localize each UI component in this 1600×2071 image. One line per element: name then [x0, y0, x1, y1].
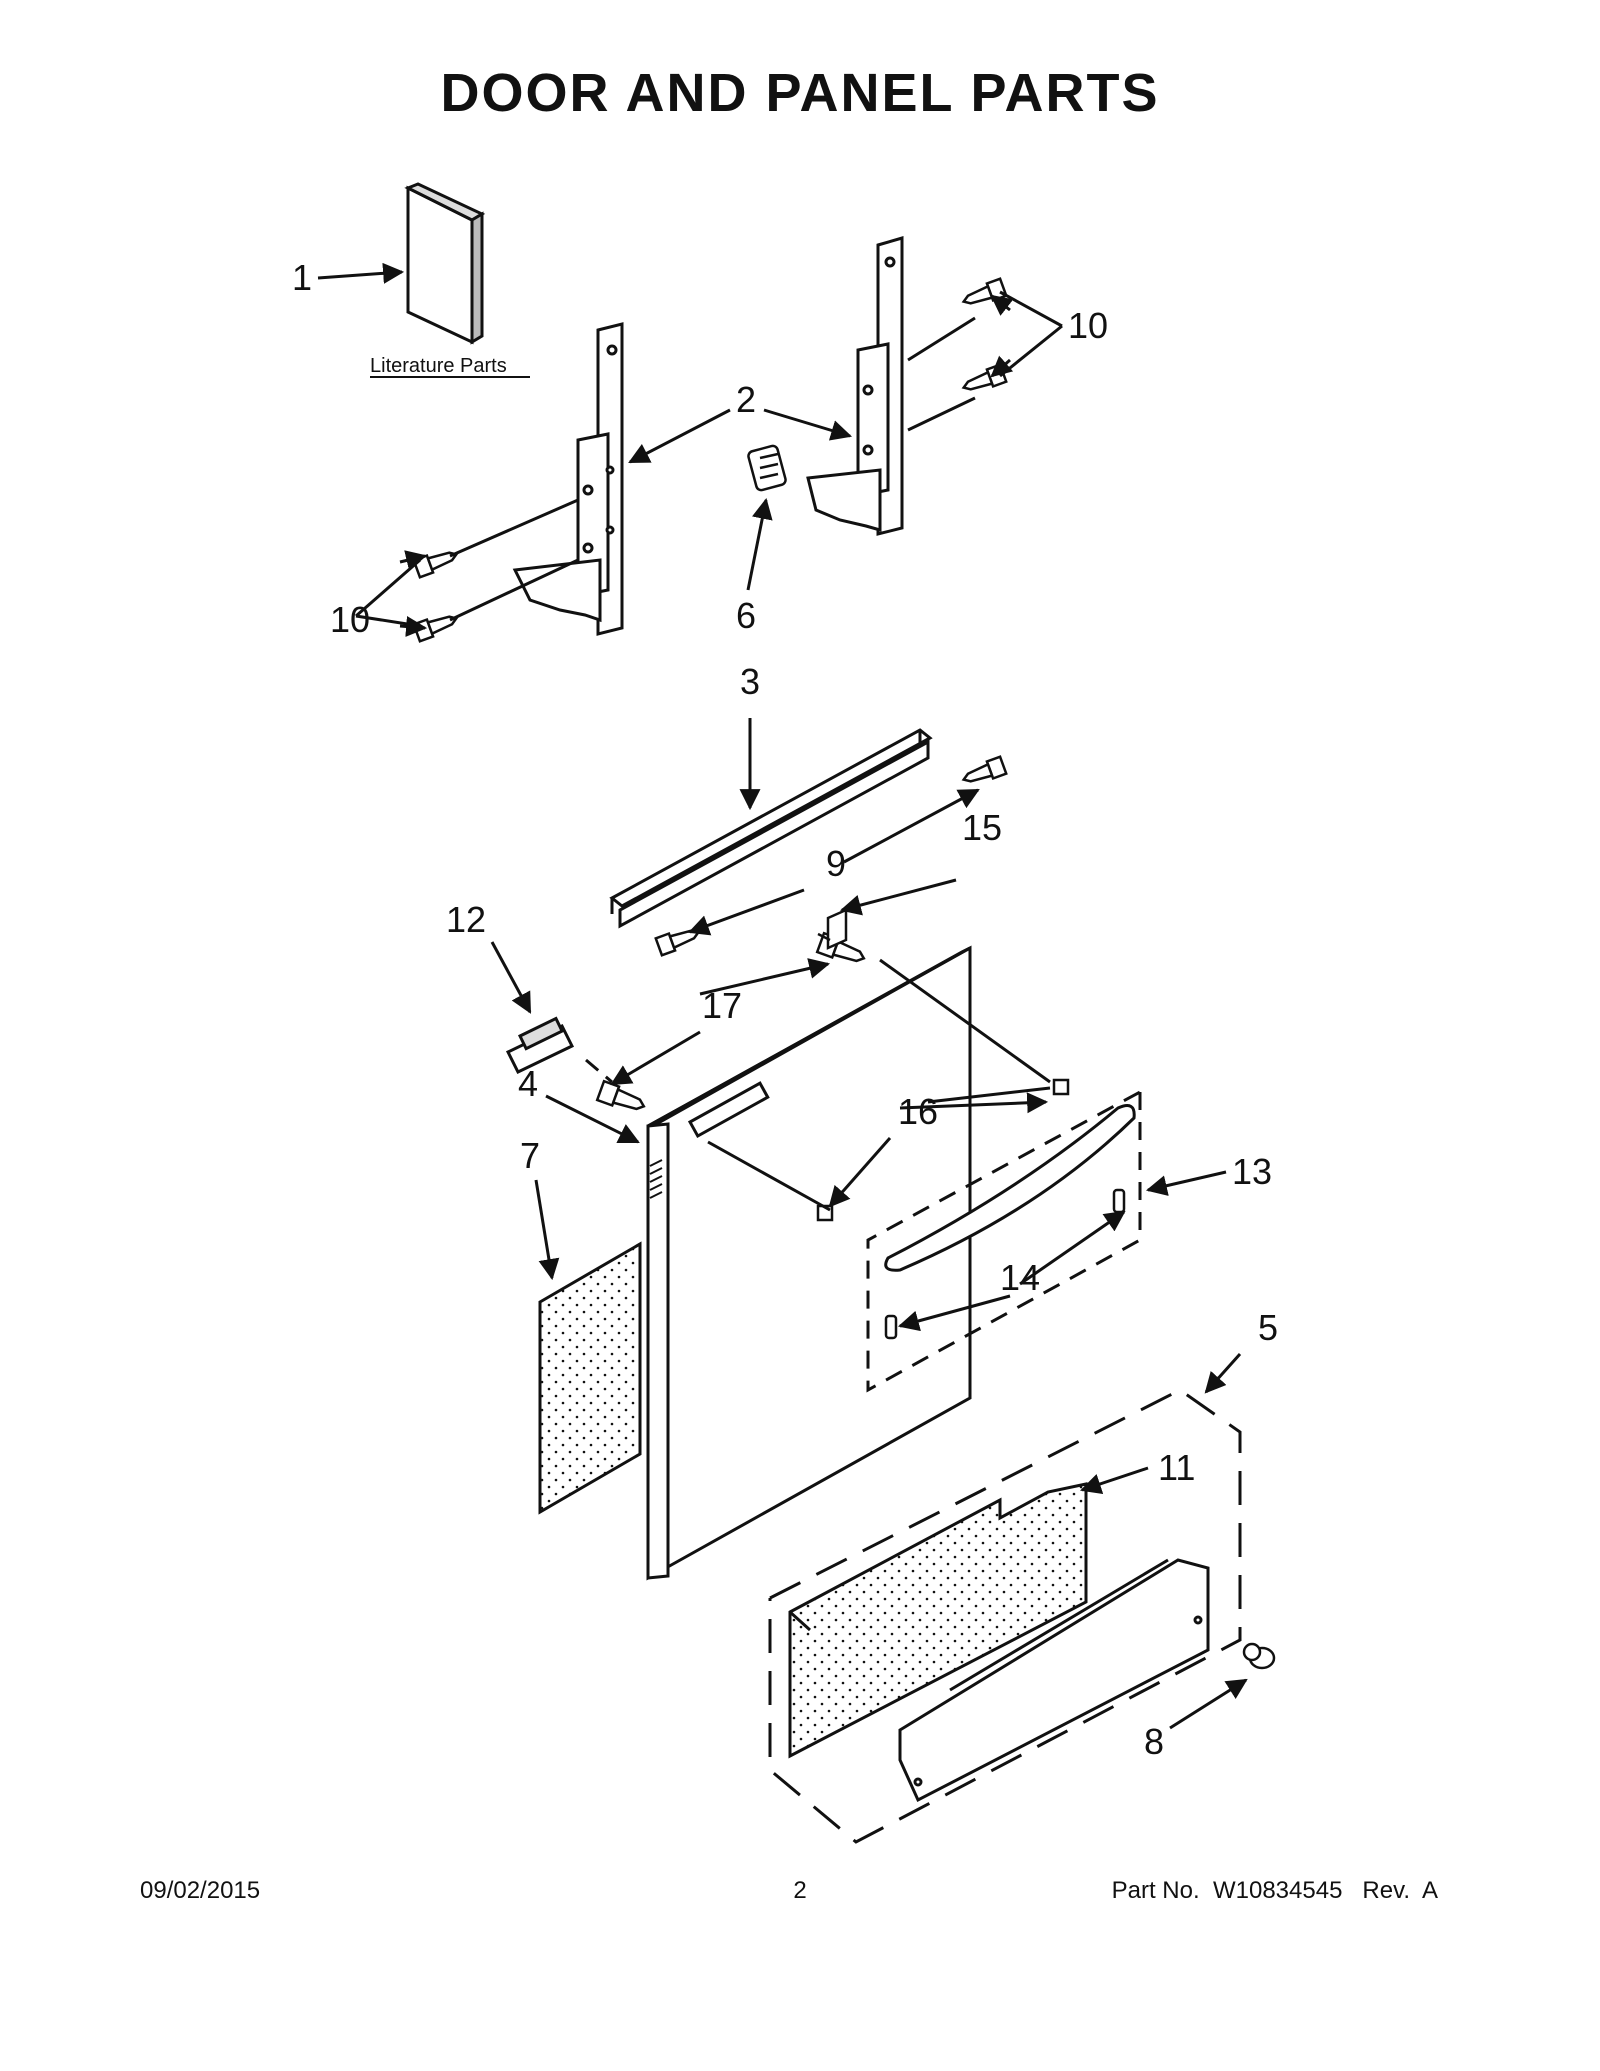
rail-screws	[654, 755, 1008, 957]
toe-kick-panel	[898, 1558, 1210, 1803]
callout-11: 11	[1158, 1447, 1195, 1488]
callout-3: 3	[740, 661, 760, 702]
literature-parts-label: Literature Parts	[370, 355, 507, 377]
callout-5: 5	[1258, 1307, 1278, 1348]
callout-10-right: 10	[1068, 305, 1108, 346]
callout-13: 13	[1232, 1151, 1272, 1192]
page-title: DOOR AND PANEL PARTS	[440, 63, 1160, 123]
handle-assembly-box	[866, 1090, 1142, 1393]
footer-page-number: 2	[793, 1877, 807, 1904]
callout-16: 16	[898, 1091, 938, 1132]
footer-date: 09/02/2015	[140, 1877, 261, 1904]
callout-15: 15	[962, 807, 1002, 848]
toe-insulation	[788, 1482, 1088, 1759]
top-rail	[609, 728, 933, 929]
callout-10-left: 10	[330, 599, 370, 640]
door-handle	[884, 1104, 1136, 1272]
hinge-screws	[412, 277, 1008, 643]
callout-4: 4	[518, 1063, 538, 1104]
callout-1: 1	[292, 257, 312, 298]
right-hinge-bracket	[806, 236, 904, 536]
callout-8: 8	[1144, 1721, 1164, 1762]
toe-panel-screw	[1242, 1642, 1276, 1670]
callout-14: 14	[1000, 1257, 1040, 1298]
door-panel	[646, 945, 972, 1581]
door-screws	[595, 931, 866, 1111]
footer-part-number: Part No. W10834545 Rev. A	[1111, 1877, 1438, 1904]
callout-9: 9	[826, 843, 846, 884]
callout-17: 17	[702, 985, 742, 1026]
callout-12: 12	[446, 899, 486, 940]
literature-booklet	[404, 182, 486, 345]
left-hinge-bracket	[512, 322, 624, 636]
callout-7: 7	[520, 1135, 540, 1176]
vent-part	[747, 444, 787, 492]
callout-2: 2	[736, 379, 756, 420]
toe-panel-box	[768, 1388, 1242, 1844]
vent-grille	[505, 1016, 575, 1074]
callout-6: 6	[736, 595, 756, 636]
insulation-pad	[538, 1241, 642, 1515]
